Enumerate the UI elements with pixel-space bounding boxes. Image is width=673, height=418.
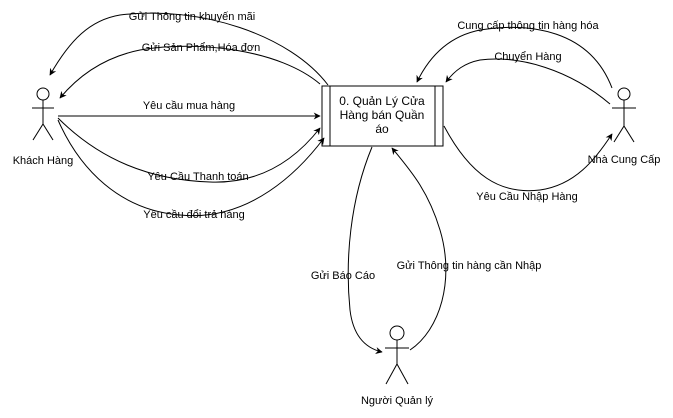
flow-return-request-label: Yêu cầu đổi trả hàng: [143, 209, 245, 221]
flow-payment-request-label: Yêu Cầu Thanh toán: [147, 171, 248, 183]
flow-product-invoice[interactable]: Gửi Sản Phẩm,Hóa đơn: [59, 42, 321, 99]
flow-purchase-request-label: Yêu cầu mua hàng: [143, 100, 235, 112]
flow-product-invoice-label: Gửi Sản Phẩm,Hóa đơn: [142, 42, 261, 54]
customer-stick-figure-icon: [32, 87, 54, 141]
flow-return-request[interactable]: Yêu cầu đổi trả hàng: [57, 119, 325, 221]
manager-label: Người Quản lý: [361, 395, 434, 407]
flow-payment-request[interactable]: Yêu Cầu Thanh toán: [57, 117, 321, 183]
flow-import-request[interactable]: Yêu Cầu Nhập Hàng: [443, 125, 613, 203]
flow-purchase-request[interactable]: Yêu cầu mua hàng: [58, 100, 321, 120]
flow-report-label: Gửi Báo Cáo: [311, 270, 375, 282]
flow-restock-info-label: Gửi Thông tin hàng cần Nhập: [397, 260, 542, 272]
supplier-stick-figure-icon: [612, 87, 636, 143]
process-node[interactable]: 0. Quản Lý Cửa Hàng bán Quần áo: [321, 85, 444, 147]
actor-manager[interactable]: Người Quản lý: [361, 325, 434, 407]
flow-restock-info[interactable]: Gửi Thông tin hàng cần Nhập: [391, 147, 542, 351]
manager-stick-figure-icon: [385, 325, 409, 385]
flow-shipping[interactable]: Chuyển Hàng: [445, 51, 611, 105]
process-label-line-3: áo: [375, 122, 389, 136]
actor-customer[interactable]: Khách Hàng: [13, 87, 74, 167]
flow-promo[interactable]: Gửi Thông tin khuyến mãi: [49, 11, 329, 86]
flow-supply-info-label: Cung cấp thông tin hàng hóa: [457, 20, 599, 32]
process-label-line-1: 0. Quản Lý Cửa: [339, 94, 425, 108]
flow-report[interactable]: Gửi Báo Cáo: [311, 146, 383, 354]
actor-supplier[interactable]: Nhà Cung Cấp: [588, 87, 661, 166]
flow-supply-info[interactable]: Cung cấp thông tin hàng hóa: [416, 20, 613, 89]
flow-import-request-label: Yêu Cầu Nhập Hàng: [476, 191, 578, 203]
customer-label: Khách Hàng: [13, 155, 74, 167]
process-label-line-2: Hàng bán Quần: [340, 108, 425, 122]
flow-shipping-label: Chuyển Hàng: [494, 51, 561, 63]
flow-promo-label: Gửi Thông tin khuyến mãi: [129, 11, 255, 23]
supplier-label: Nhà Cung Cấp: [588, 154, 661, 166]
